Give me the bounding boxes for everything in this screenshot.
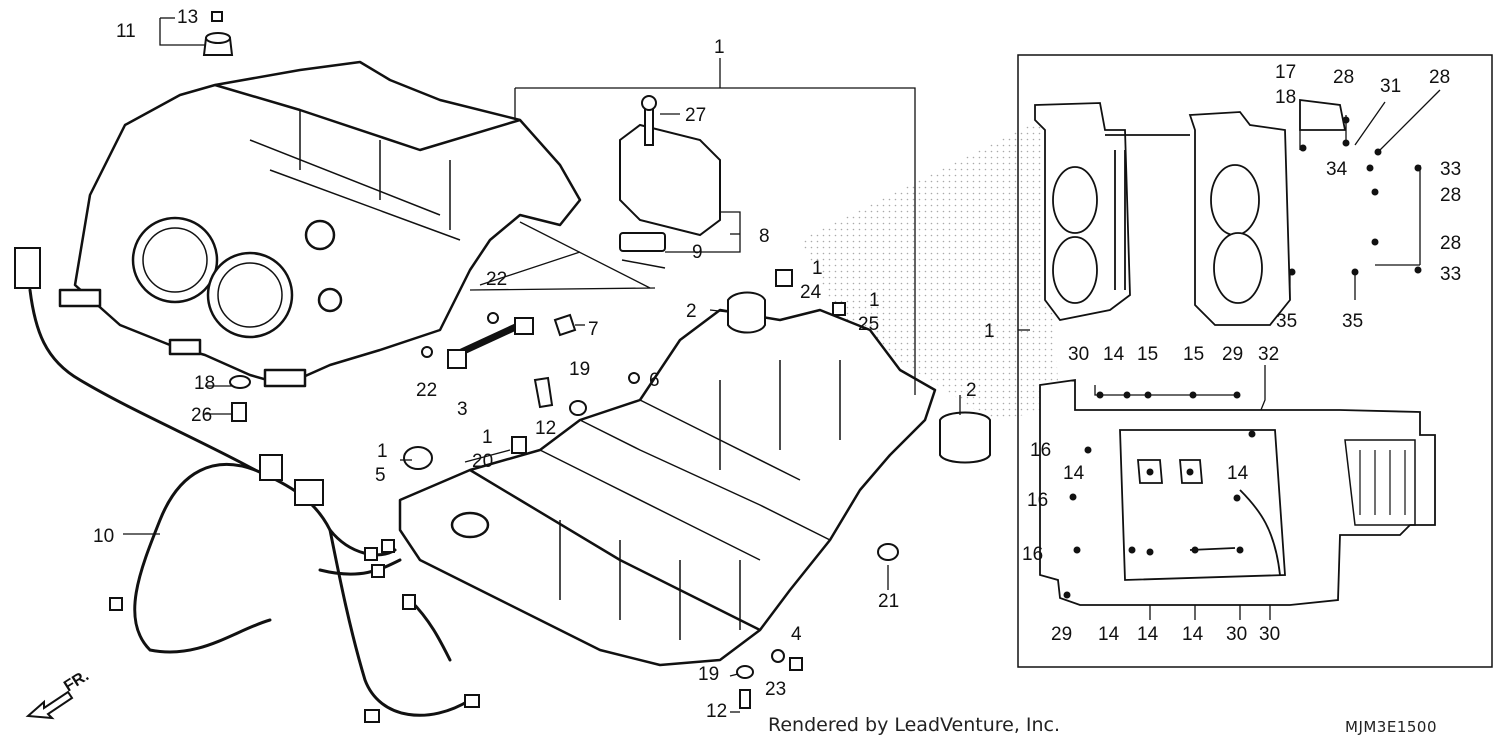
callout-4: 4 xyxy=(791,624,802,645)
inset-callout-14f: 14 xyxy=(1182,624,1204,645)
callout-8: 8 xyxy=(759,226,770,247)
callout-25: 25 xyxy=(858,314,880,335)
callout-25-ref: 1 xyxy=(869,290,880,311)
inset-callout-16c: 16 xyxy=(1022,544,1044,565)
callout-10: 10 xyxy=(93,526,115,547)
callout-24: 24 xyxy=(800,282,822,303)
callout-12a: 12 xyxy=(535,418,557,439)
callout-5-ref: 1 xyxy=(377,441,388,462)
callout-6: 6 xyxy=(649,370,660,391)
inset-callout-14d: 14 xyxy=(1098,624,1120,645)
callout-7: 7 xyxy=(588,319,599,340)
callout-3: 3 xyxy=(457,399,468,420)
callout-23: 23 xyxy=(765,679,787,700)
inset-callout-31: 31 xyxy=(1380,76,1402,97)
inset-callout-14e: 14 xyxy=(1137,624,1159,645)
inset-callout-14c: 14 xyxy=(1227,463,1249,484)
callout-5: 5 xyxy=(375,465,386,486)
inset-callout-33a: 33 xyxy=(1440,159,1462,180)
inset-lower-view xyxy=(1039,378,1436,606)
projection-dots xyxy=(800,120,1060,420)
callout-12b: 12 xyxy=(706,701,728,722)
callout-26: 26 xyxy=(191,405,213,426)
inset-callout-34: 34 xyxy=(1326,159,1348,180)
upper-crankcase xyxy=(58,60,582,388)
inset-callout-30c: 30 xyxy=(1259,624,1281,645)
inset-callout-14a: 14 xyxy=(1103,344,1125,365)
inset-bolt-dots xyxy=(1063,116,1422,599)
callout-24-ref: 1 xyxy=(812,258,823,279)
callout-22a: 22 xyxy=(486,269,508,290)
small-parts xyxy=(229,95,991,709)
inset-callout-35a: 35 xyxy=(1276,311,1298,332)
inset-callout-16b: 16 xyxy=(1027,490,1049,511)
inset-callout-28d: 28 xyxy=(1440,233,1462,254)
inset-callout-28a: 28 xyxy=(1333,67,1355,88)
inset-callout-28c: 28 xyxy=(1440,185,1462,206)
inset-callout-14b: 14 xyxy=(1063,463,1085,484)
callout-21: 21 xyxy=(878,591,900,612)
render-credit: Rendered by LeadVenture, Inc. xyxy=(768,714,1061,736)
callout-9: 9 xyxy=(692,242,703,263)
inset-callout-30b: 30 xyxy=(1226,624,1248,645)
inset-callout-35b: 35 xyxy=(1342,311,1364,332)
harness-connectors xyxy=(14,247,480,723)
callout-19b: 19 xyxy=(698,664,720,685)
inset-callout-28b: 28 xyxy=(1429,67,1451,88)
inset-upper-view xyxy=(1034,98,1347,326)
diagram-code: MJM3E1500 xyxy=(1345,718,1438,736)
inset-callout-29a: 29 xyxy=(1222,344,1244,365)
inset-callout-33b: 33 xyxy=(1440,264,1462,285)
callout-19a: 19 xyxy=(569,359,591,380)
front-direction-arrow-icon: FR. xyxy=(25,672,92,720)
inset-callout-1: 1 xyxy=(984,321,995,342)
inset-callout-32: 32 xyxy=(1258,344,1280,365)
callout-27: 27 xyxy=(685,105,707,126)
callout-22b: 22 xyxy=(416,380,438,401)
front-direction-label: FR. xyxy=(61,672,92,695)
inset-frame xyxy=(1017,54,1493,668)
callout-20: 20 xyxy=(472,451,494,472)
callout-1-top: 1 xyxy=(714,37,725,58)
callout-20-ref: 1 xyxy=(482,427,493,448)
callout-2a: 2 xyxy=(686,301,697,322)
inset-callout-16a: 16 xyxy=(1030,440,1052,461)
inset-callout-17: 17 xyxy=(1275,62,1297,83)
inset-callout-18: 18 xyxy=(1275,87,1297,108)
inset-callout-29b: 29 xyxy=(1051,624,1073,645)
callout-18: 18 xyxy=(194,373,216,394)
callout-2b: 2 xyxy=(966,380,977,401)
inset-callout-15a: 15 xyxy=(1137,344,1159,365)
callout-13: 13 xyxy=(177,7,199,28)
inset-callout-30a: 30 xyxy=(1068,344,1090,365)
callout-11: 11 xyxy=(116,21,136,42)
inset-callout-15b: 15 xyxy=(1183,344,1205,365)
lower-crankcase xyxy=(398,308,937,667)
oil-pressure-switch xyxy=(202,11,234,56)
